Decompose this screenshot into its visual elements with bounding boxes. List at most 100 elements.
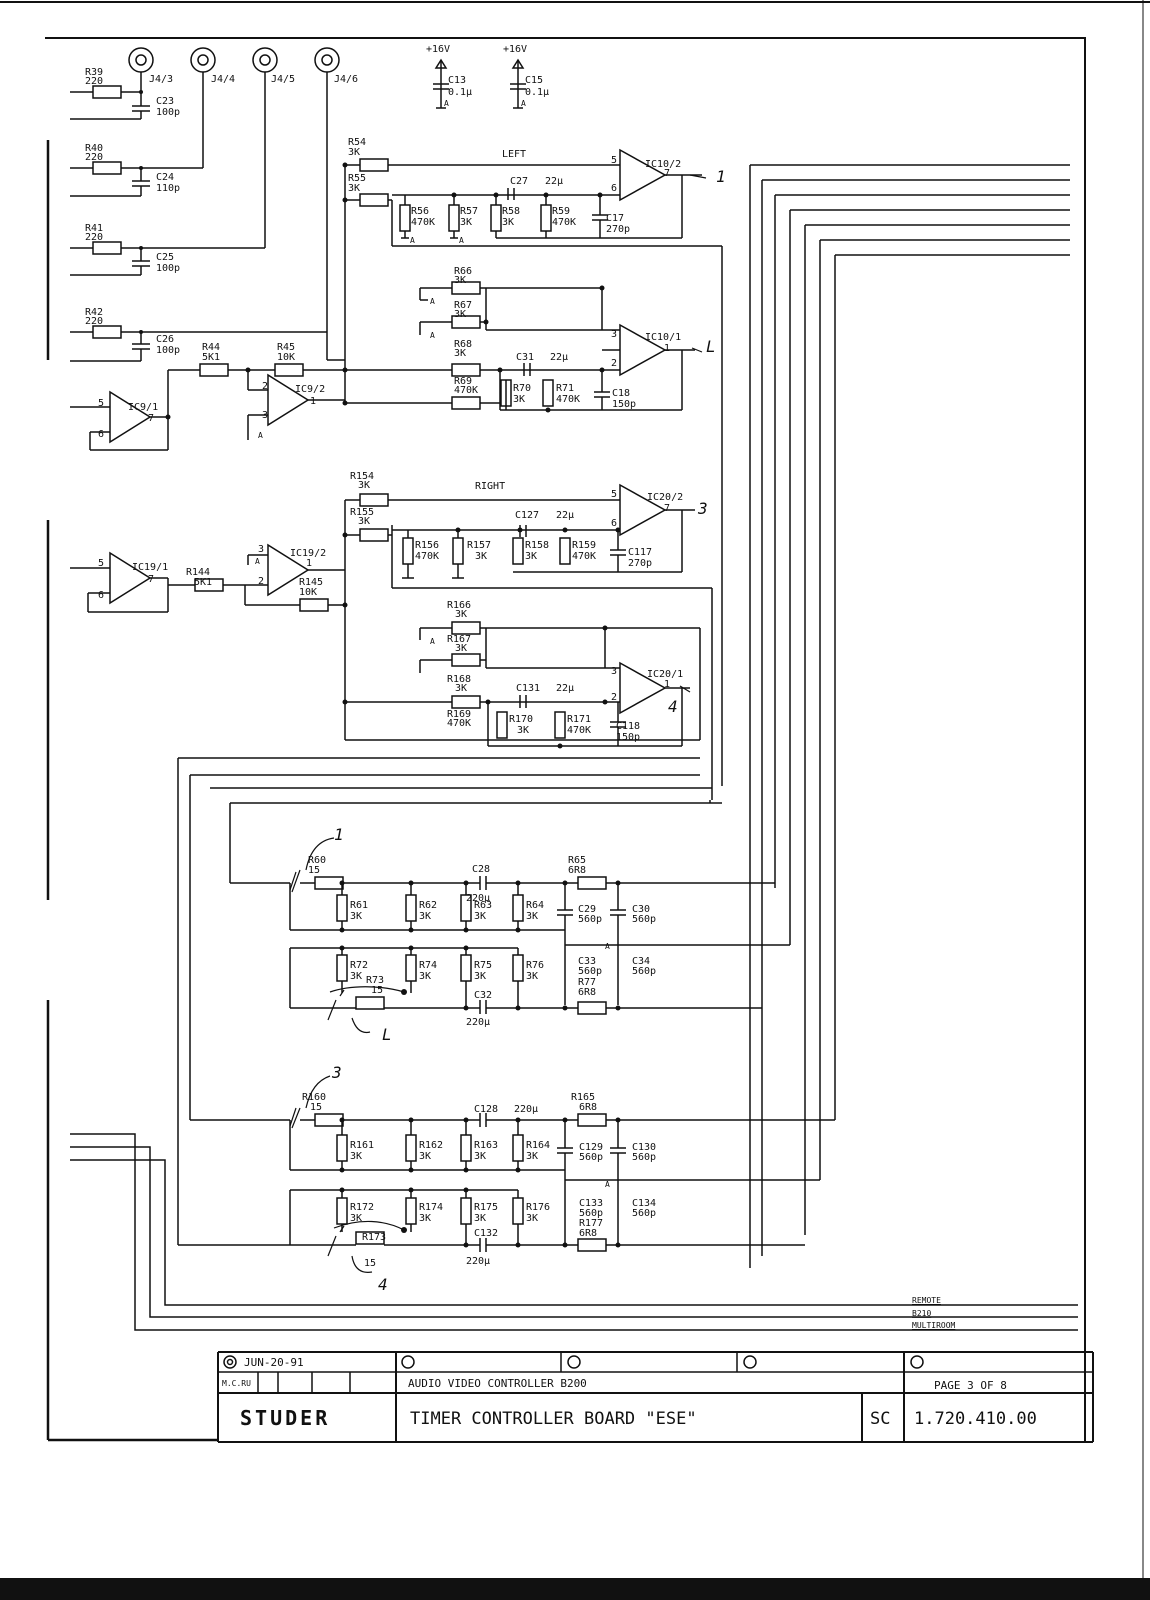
label-r161: R161: [350, 1140, 374, 1151]
hand-note-l: L: [706, 337, 716, 356]
label-c25: C25: [156, 252, 174, 263]
supply-gnd-1: A: [444, 99, 449, 108]
value-r45: 10K: [277, 352, 295, 363]
value-c133: 560p: [579, 1208, 603, 1219]
pin-ic9-2-2: 2: [262, 381, 268, 392]
value-c25: 100p: [156, 263, 180, 274]
label-r163: R163: [474, 1140, 498, 1151]
label-c34: C34: [632, 956, 650, 967]
value-r60: 15: [308, 865, 320, 876]
studer-logo: STUDER: [240, 1406, 330, 1430]
value-r41: 220: [85, 232, 103, 243]
label-r41: R41: [85, 223, 103, 234]
pin-numbers: 5 6 7 3 2 1 5 6 7 2 3 1 5 6 7 3 2 1 5 6 …: [98, 155, 670, 703]
value-c24: 110p: [156, 183, 180, 194]
label-r175: R175: [474, 1202, 498, 1213]
title-block-frame: [217, 1351, 1094, 1443]
title-board-name: TIMER CONTROLLER BOARD "ESE": [410, 1409, 697, 1429]
value-c29: 560p: [578, 914, 602, 925]
label-r72: R72: [350, 960, 368, 971]
value-c127: 22µ: [556, 510, 574, 521]
label-c117: C117: [628, 547, 652, 558]
label-r76: R76: [526, 960, 544, 971]
pin-ic9-1-5: 5: [98, 398, 104, 409]
value-r39: 220: [85, 76, 103, 87]
value-r172: 3K: [350, 1213, 362, 1224]
label-c18: C18: [612, 388, 630, 399]
connector-j4-3: J4/3: [149, 74, 173, 85]
label-r164: R164: [526, 1140, 550, 1151]
pin-ic10-1-2: 2: [611, 358, 617, 369]
value-c131: 22µ: [556, 683, 574, 694]
gnd-mark-ic19: A: [255, 557, 260, 566]
pin-ic10-1-3: 3: [611, 329, 617, 340]
label-c129: C129: [579, 1142, 603, 1153]
gnd-mark-r57: A: [459, 236, 464, 245]
value-c128: 220µ: [514, 1104, 538, 1115]
value-r68: 3K: [454, 348, 466, 359]
label-c29: C29: [578, 904, 596, 915]
title-date: JUN-20-91: [244, 1356, 304, 1369]
value-r61: 3K: [350, 911, 362, 922]
label-r160: R160: [302, 1092, 326, 1103]
left-output-network: [230, 876, 790, 1015]
label-r61: R61: [350, 900, 368, 911]
hand-note-3b: 3: [331, 1063, 342, 1082]
value-r55: 3K: [348, 183, 360, 194]
value-c118: 150p: [616, 732, 640, 743]
ground-marks: A A A A A A A A A: [255, 236, 610, 1189]
section-labels: LEFT RIGHT: [475, 149, 526, 492]
value-r176: 3K: [526, 1213, 538, 1224]
label-r63: R63: [474, 900, 492, 911]
label-r166: R166: [447, 600, 471, 611]
label-r173: R173: [362, 1232, 386, 1243]
value-c32: 220µ: [466, 1017, 490, 1028]
label-c28: C28: [472, 864, 490, 875]
opamp-ic19-2: IC19/2: [290, 548, 326, 559]
hand-note-3: 3: [697, 499, 708, 518]
value-r173: 15: [364, 1258, 376, 1269]
value-r168: 3K: [455, 683, 467, 694]
title-page: PAGE 3 OF 8: [934, 1379, 1007, 1392]
value-c28: 220µ: [466, 893, 490, 904]
value-r144: 5K1: [194, 577, 212, 588]
label-r170: R170: [509, 714, 533, 725]
value-r44: 5K1: [202, 352, 220, 363]
value-r72: 3K: [350, 971, 362, 982]
value-c31: 22µ: [550, 352, 568, 363]
value-r155: 3K: [358, 516, 370, 527]
label-r171: R171: [567, 714, 591, 725]
label-c23: C23: [156, 96, 174, 107]
label-c134: C134: [632, 1198, 656, 1209]
bus-label-multiroom: MULTIROOM: [912, 1321, 956, 1330]
gnd-mark-c33: A: [605, 942, 610, 951]
label-r74: R74: [419, 960, 437, 971]
value-r161: 3K: [350, 1151, 362, 1162]
label-r172: R172: [350, 1202, 374, 1213]
opamp-ic9-2: IC9/2: [295, 384, 325, 395]
label-c127: C127: [515, 510, 539, 521]
section-right-label: RIGHT: [475, 481, 505, 492]
pin-ic19-2-3: 3: [258, 544, 264, 555]
pin-ic10-1-1: 1: [664, 343, 670, 354]
label-r64: R64: [526, 900, 544, 911]
value-r167: 3K: [455, 643, 467, 654]
label-c133: C133: [579, 1198, 603, 1209]
label-r56: R56: [411, 206, 429, 217]
label-r145: R145: [299, 577, 323, 588]
value-r63: 3K: [474, 911, 486, 922]
hand-note-1b: 1: [334, 825, 344, 844]
bus-label-remote: REMOTE: [912, 1296, 941, 1305]
label-r70: R70: [513, 383, 531, 394]
pin-ic10-2-7: 7: [664, 168, 670, 179]
value-r159: 470K: [572, 551, 596, 562]
right-ic20-1-stage: [345, 621, 701, 747]
value-r64: 3K: [526, 911, 538, 922]
hand-note-4: 4: [668, 697, 678, 716]
label-c26: C26: [156, 334, 174, 345]
label-r54: R54: [348, 137, 366, 148]
gnd-mark-r68: A: [430, 331, 435, 340]
bus-labels: REMOTE B210 MULTIROOM: [912, 1296, 956, 1330]
supply-cap-2-value: 0.1µ: [525, 87, 549, 98]
title-drawn-by: M.C.RU: [222, 1379, 251, 1388]
